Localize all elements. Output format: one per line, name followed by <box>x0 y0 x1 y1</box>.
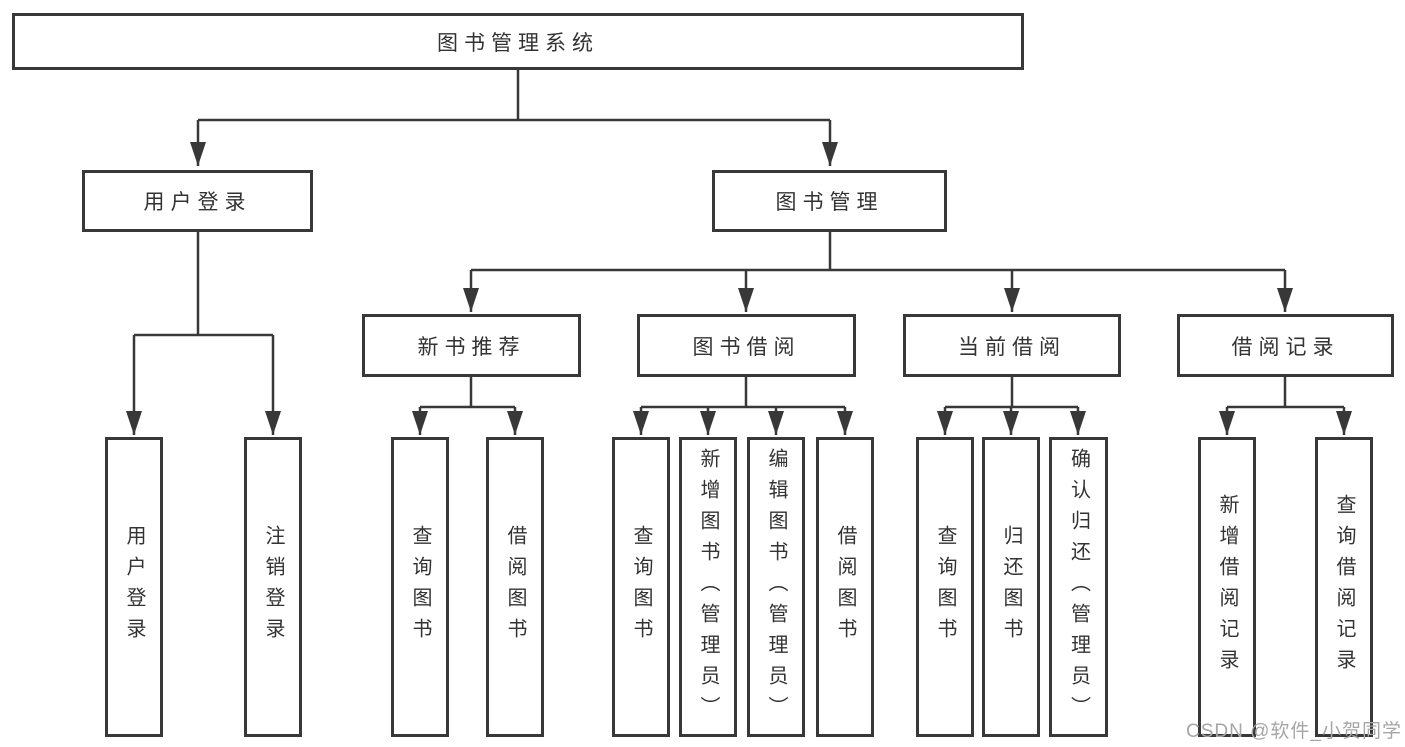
connector-borrow-records-children <box>1219 377 1352 435</box>
leaf-user-login: 用户登录 <box>105 437 163 737</box>
node-label: 新书推荐 <box>417 335 526 359</box>
leaf-newbook-query-book: 查询图书 <box>391 437 449 737</box>
node-label: 用户登录 <box>143 191 252 214</box>
node-label: 图书借阅 <box>692 335 801 359</box>
leaf-newbook-borrow-book: 借阅图书 <box>486 437 544 737</box>
node-label: 注销登录 <box>262 525 284 649</box>
leaf-borrow-query-book: 查询图书 <box>612 437 670 737</box>
leaf-logout: 注销登录 <box>244 437 302 737</box>
connector-user-login-branch <box>126 232 281 435</box>
node-label: 编辑图书（管理员） <box>765 447 787 727</box>
node-root-library-system: 图书管理系统 <box>12 13 1024 70</box>
node-new-book-recommend: 新书推荐 <box>362 314 581 377</box>
leaf-current-confirm-return-admin: 确认归还（管理员） <box>1049 437 1108 737</box>
node-label: 图书管理系统 <box>437 31 599 55</box>
node-label: 查询借阅记录 <box>1333 494 1355 680</box>
leaf-records-add-record: 新增借阅记录 <box>1198 437 1256 737</box>
node-label: 图书管理 <box>775 191 884 214</box>
node-label: 查询图书 <box>409 525 431 649</box>
leaf-current-return-book: 归还图书 <box>982 437 1040 737</box>
node-label: 借阅记录 <box>1231 335 1340 359</box>
node-label: 归还图书 <box>1000 525 1022 649</box>
node-label: 查询图书 <box>630 525 652 649</box>
node-book-borrow: 图书借阅 <box>637 314 856 377</box>
node-book-management: 图书管理 <box>712 170 947 232</box>
connector-root-to-level1 <box>190 70 838 166</box>
leaf-borrow-add-book-admin: 新增图书（管理员） <box>679 437 737 737</box>
csdn-watermark: CSDN @软件_小贺同学 <box>1186 721 1402 742</box>
leaf-borrow-edit-book-admin: 编辑图书（管理员） <box>747 437 805 737</box>
connector-current-borrow-children <box>937 377 1086 435</box>
leaf-borrow-borrow-book: 借阅图书 <box>816 437 874 737</box>
leaf-current-query-book: 查询图书 <box>916 437 974 737</box>
node-label: 借阅图书 <box>504 525 526 649</box>
connector-book-borrow-children <box>633 377 853 435</box>
node-label: 新增图书（管理员） <box>697 447 719 727</box>
node-label: 查询图书 <box>934 525 956 649</box>
leaf-records-query-record: 查询借阅记录 <box>1315 437 1373 737</box>
node-label: 借阅图书 <box>834 525 856 649</box>
node-current-borrow: 当前借阅 <box>903 314 1121 377</box>
node-label: 确认归还（管理员） <box>1067 447 1090 727</box>
connector-book-management-branch <box>463 232 1293 312</box>
node-user-login: 用户登录 <box>82 170 313 232</box>
node-borrow-records: 借阅记录 <box>1177 314 1394 377</box>
connector-new-book-children <box>412 377 523 435</box>
node-label: 用户登录 <box>123 525 145 649</box>
node-label: 当前借阅 <box>958 335 1066 359</box>
node-label: 新增借阅记录 <box>1216 494 1238 680</box>
